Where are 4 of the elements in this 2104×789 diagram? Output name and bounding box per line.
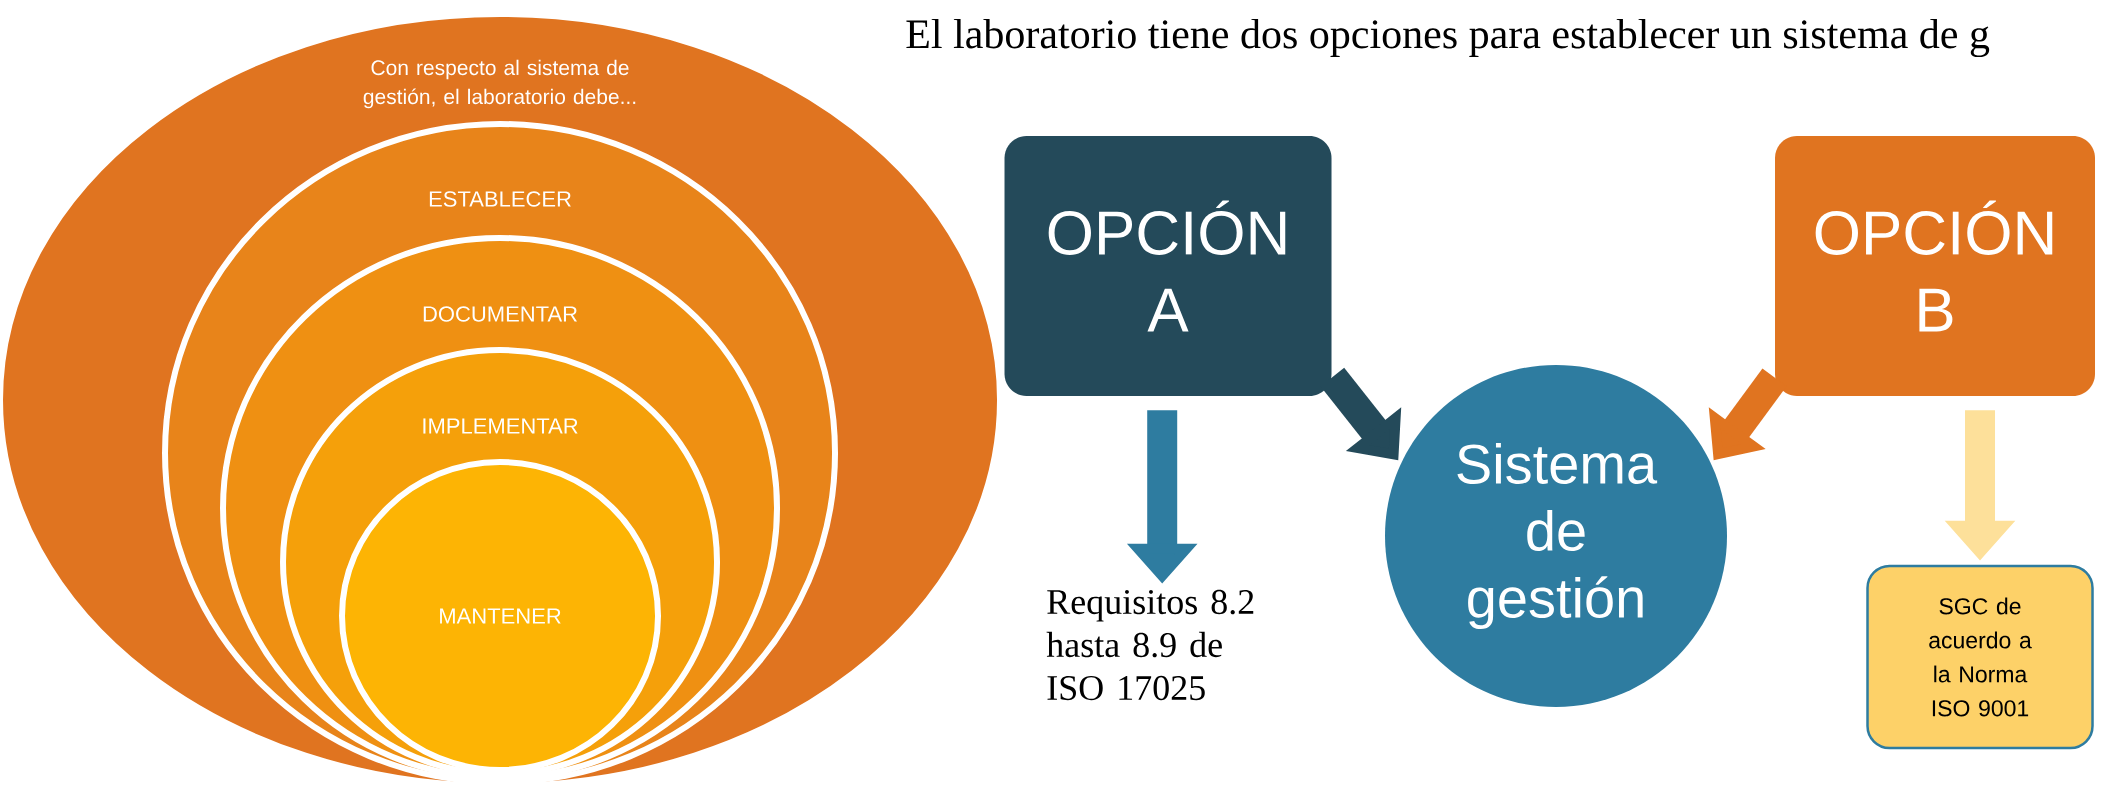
- option-box: SGC de acuerdo a la Norma ISO 9001: [1866, 564, 2094, 750]
- requirement-text: Requisitos 8.2 hasta 8.9 de ISO 17025: [1046, 589, 1254, 701]
- option-box: OPCIÓN B: [1775, 136, 2095, 396]
- option-box: OPCIÓN A: [1004, 136, 1332, 396]
